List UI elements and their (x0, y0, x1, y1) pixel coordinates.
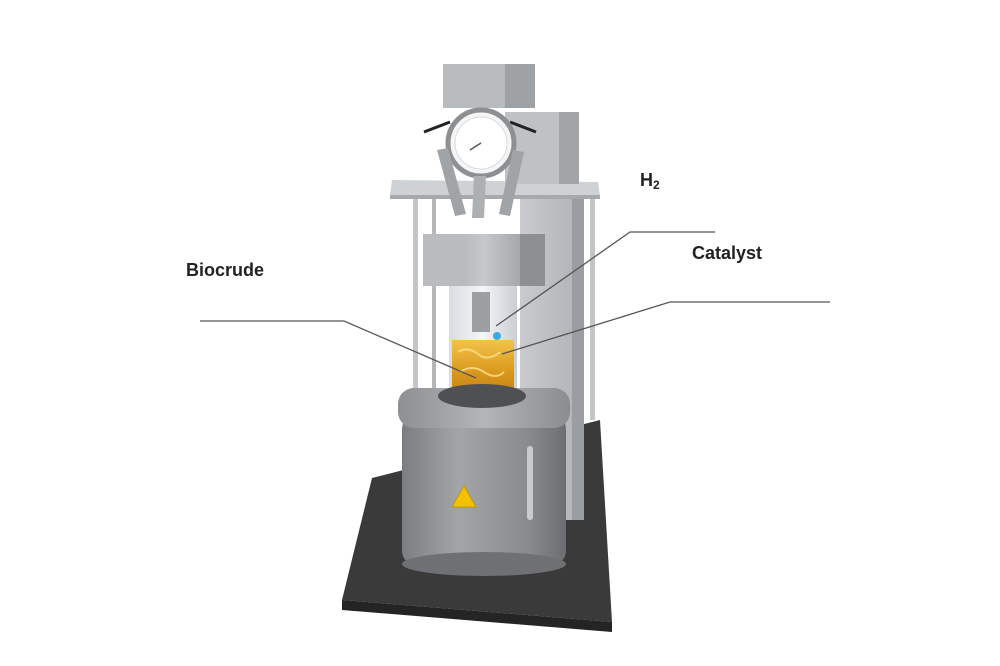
warning-triangle-icon (451, 484, 477, 508)
valve-fitting-right (499, 150, 524, 216)
frame-rod-left-inner (432, 192, 436, 392)
reactor-head-block-left (423, 234, 463, 286)
gauge-handle-right (509, 120, 537, 134)
catalyst-indicator (493, 332, 501, 340)
base-plate-edge (342, 600, 612, 632)
jacket-handle (527, 446, 533, 520)
catalyst-leader-line (501, 301, 830, 355)
heating-jacket-bottom (402, 552, 566, 576)
h2-label-main: H (640, 170, 653, 190)
h2-leader-line (495, 231, 715, 327)
valve-fitting-left (437, 148, 466, 216)
gauge-handle-left (423, 120, 451, 134)
valve-fitting-center (472, 176, 486, 218)
heating-jacket-body (402, 415, 566, 565)
stirrer-shaft (472, 292, 490, 332)
catalyst-label: Catalyst (692, 243, 763, 263)
motor-housing-lower-side (559, 112, 579, 184)
biocrude-label: Biocrude (186, 260, 265, 280)
h2-label-subscript: 2 (653, 178, 660, 192)
frame-rod-right (590, 192, 595, 420)
biocrude-leader-line (200, 320, 477, 379)
top-platform-edge (390, 195, 600, 199)
motor-housing-side (505, 64, 535, 108)
gauge-needle (469, 142, 482, 151)
frame-rod-left (413, 192, 418, 402)
h2-label: H2 (640, 170, 660, 192)
reactor-head-block-right (520, 234, 545, 286)
jacket-opening (438, 384, 526, 408)
frame-side-shade (572, 190, 584, 520)
